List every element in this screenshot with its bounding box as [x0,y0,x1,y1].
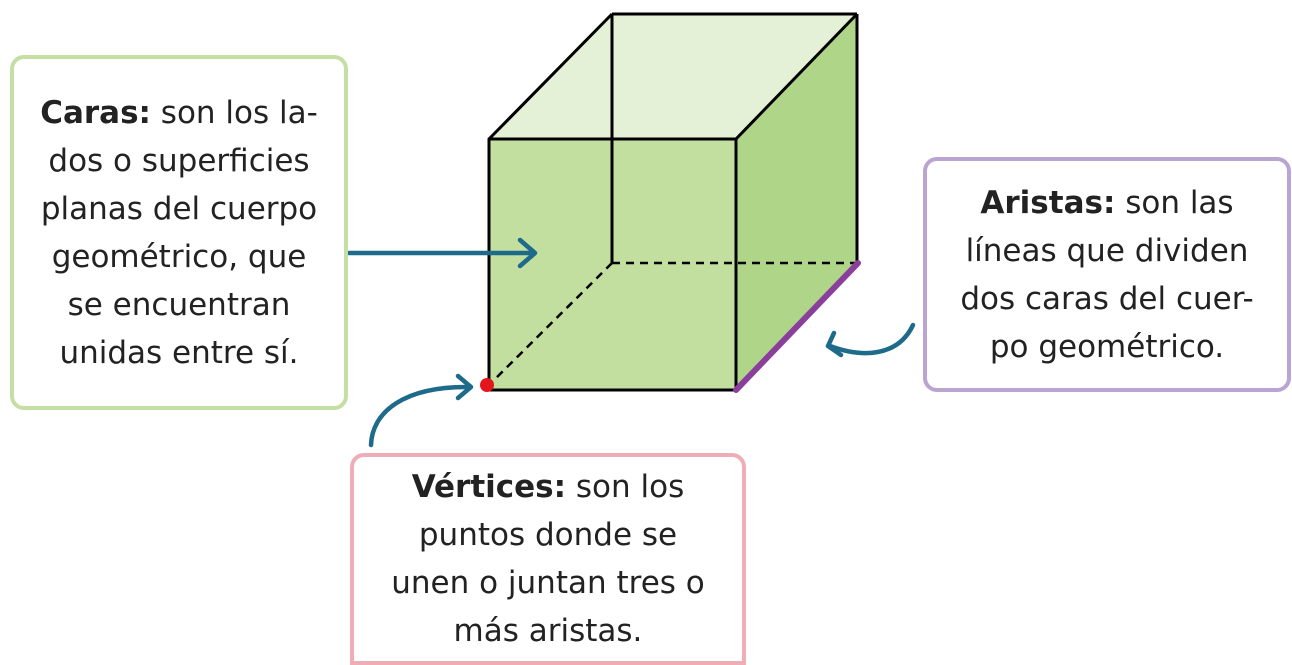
visible-edges [487,12,859,392]
front-face-outline [487,137,738,392]
callout-caras-line: se encuentran [67,286,291,323]
callout-caras: Caras: son los la- dos o superficies pla… [10,55,348,410]
callout-vertices-line: puntos donde se [418,517,678,553]
edge-top-left [487,12,614,141]
callout-caras-line: dos o superficies [48,142,310,179]
callout-aristas: Aristas: son las líneas que dividen dos … [923,157,1291,392]
arrow-caras [346,237,538,269]
callout-caras-term: Caras: [40,94,151,131]
callout-vertices: Vértices: son los puntos donde se unen o… [350,453,746,665]
callout-caras-line: planas del cuerpo [40,190,318,227]
callout-aristas-term: Aristas: [980,184,1116,221]
cube-front-face [489,139,736,390]
callout-caras-line: son los la- [160,94,318,131]
callout-vertices-term: Vértices: [411,469,567,505]
hidden-edges [488,261,857,386]
callout-vertices-line: unen o juntan tres o [391,565,705,601]
callout-caras-line: geométrico, que [51,238,307,275]
callout-caras-line: unidas entre sí. [59,334,299,371]
callout-aristas-line: po geométrico. [989,328,1225,365]
arrow-vertices [368,373,474,448]
highlighted-edge [733,260,861,393]
arrow-aristas [825,322,916,358]
callout-aristas-line: dos caras del cuer- [960,280,1254,317]
callout-vertices-line: más aristas. [453,613,643,649]
hidden-edge-left-bottom [488,262,613,386]
vertex-dot [480,378,494,392]
edge-top-right [734,12,859,141]
callout-aristas-line: son las [1125,184,1234,221]
callout-vertices-line: son los [575,469,685,505]
callout-aristas-line: líneas que dividen [965,232,1249,269]
